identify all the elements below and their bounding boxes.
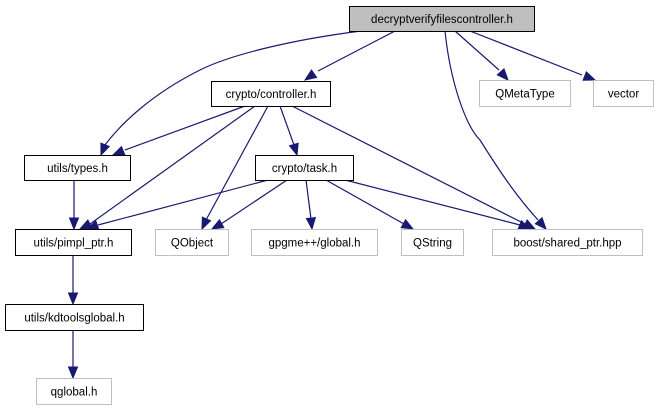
arrowhead-icon [400, 218, 415, 230]
node-box[interactable] [15, 229, 132, 256]
edge-line [325, 179, 405, 225]
edge-pimpl-to-kdtools [67, 255, 79, 306]
node-label: boost/shared_ptr.hpp [513, 238, 621, 250]
arrowhead-icon [303, 69, 318, 81]
node-label: QMetaType [495, 89, 554, 101]
node-task[interactable]: crypto/task.h [255, 155, 354, 181]
node-label: qglobal.h [51, 387, 98, 399]
arrowhead-icon [67, 292, 79, 306]
node-label: crypto/task.h [272, 163, 337, 175]
node-sharedptr: boost/shared_ptr.hpp [492, 229, 643, 256]
edge-kdtools-to-qglobal [67, 330, 79, 380]
arrowhead-icon [582, 70, 597, 81]
edge-task-to-sharedptr [344, 179, 532, 230]
node-label: crypto/controller.h [226, 89, 317, 101]
node-box[interactable] [24, 155, 131, 181]
arrowhead-icon [67, 366, 79, 380]
edge-task-to-pimpl [85, 179, 269, 230]
node-qmetatype: QMetaType [479, 80, 571, 107]
edge-line [89, 105, 256, 225]
node-vector: vector [593, 80, 654, 107]
arrowhead-icon [305, 217, 317, 231]
node-qobject: QObject [155, 229, 229, 256]
edge-line [317, 30, 396, 72]
node-label: QString [413, 238, 452, 250]
node-pimpl[interactable]: utils/pimpl_ptr.h [15, 229, 132, 256]
arrowhead-icon [534, 216, 547, 230]
edge-line [97, 179, 269, 226]
edge-controller-to-qobject [201, 105, 269, 231]
node-box [251, 229, 378, 256]
node-box [36, 378, 112, 405]
edge-line [104, 30, 362, 146]
edge-line [305, 179, 312, 220]
edge-line [205, 105, 269, 221]
node-qstring: QString [401, 229, 464, 256]
edge-root-to-controller [303, 30, 396, 81]
arrowhead-icon [100, 142, 111, 157]
node-root[interactable]: decryptverifyfilescontroller.h [349, 6, 535, 32]
edge-types-to-pimpl [68, 180, 80, 231]
node-box [492, 229, 643, 256]
edge-root-to-sharedptr [444, 30, 547, 230]
node-box[interactable] [5, 304, 144, 331]
node-box [155, 229, 229, 256]
node-box[interactable] [211, 81, 331, 107]
node-box [401, 229, 464, 256]
edge-line [291, 105, 526, 225]
arrowhead-icon [496, 67, 509, 81]
node-kdtools[interactable]: utils/kdtoolsglobal.h [5, 304, 144, 331]
edge-controller-to-types [111, 105, 246, 156]
arrowhead-icon [201, 216, 212, 231]
node-label: decryptverifyfilescontroller.h [371, 14, 513, 26]
edge-line [454, 30, 500, 71]
nodes-layer: decryptverifyfilescontroller.h crypto/con… [5, 6, 654, 405]
node-label: utils/pimpl_ptr.h [34, 238, 114, 250]
node-label: utils/types.h [47, 163, 108, 175]
edge-line [469, 30, 583, 76]
edge-line [444, 30, 539, 221]
edges-layer [67, 30, 597, 380]
arrowhead-icon [111, 145, 126, 156]
edge-root-to-types [100, 30, 362, 157]
node-qglobal: qglobal.h [36, 378, 112, 405]
node-box [593, 80, 654, 107]
arrowhead-icon [210, 218, 225, 230]
edge-line [220, 179, 288, 225]
edge-root-to-qmetatype [454, 30, 509, 81]
node-controller[interactable]: crypto/controller.h [211, 81, 331, 107]
node-box[interactable] [349, 6, 535, 32]
edge-task-to-gpgme [305, 179, 317, 231]
arrowhead-icon [288, 142, 299, 157]
node-label: gpgme++/global.h [268, 238, 360, 250]
edge-line [344, 179, 521, 226]
node-label: QObject [171, 238, 214, 250]
arrowhead-icon [68, 217, 80, 231]
edge-line [124, 105, 246, 151]
edge-controller-to-task [279, 105, 299, 157]
node-types[interactable]: utils/types.h [24, 155, 131, 181]
edge-line [279, 105, 295, 146]
node-box[interactable] [255, 155, 354, 181]
node-label: vector [608, 89, 639, 101]
node-box [479, 80, 571, 107]
node-label: utils/kdtoolsglobal.h [24, 313, 124, 325]
edge-root-to-vector [469, 30, 597, 81]
edge-task-to-qstring [325, 179, 415, 230]
node-gpgme: gpgme++/global.h [251, 229, 378, 256]
edge-task-to-qobject [210, 179, 288, 230]
